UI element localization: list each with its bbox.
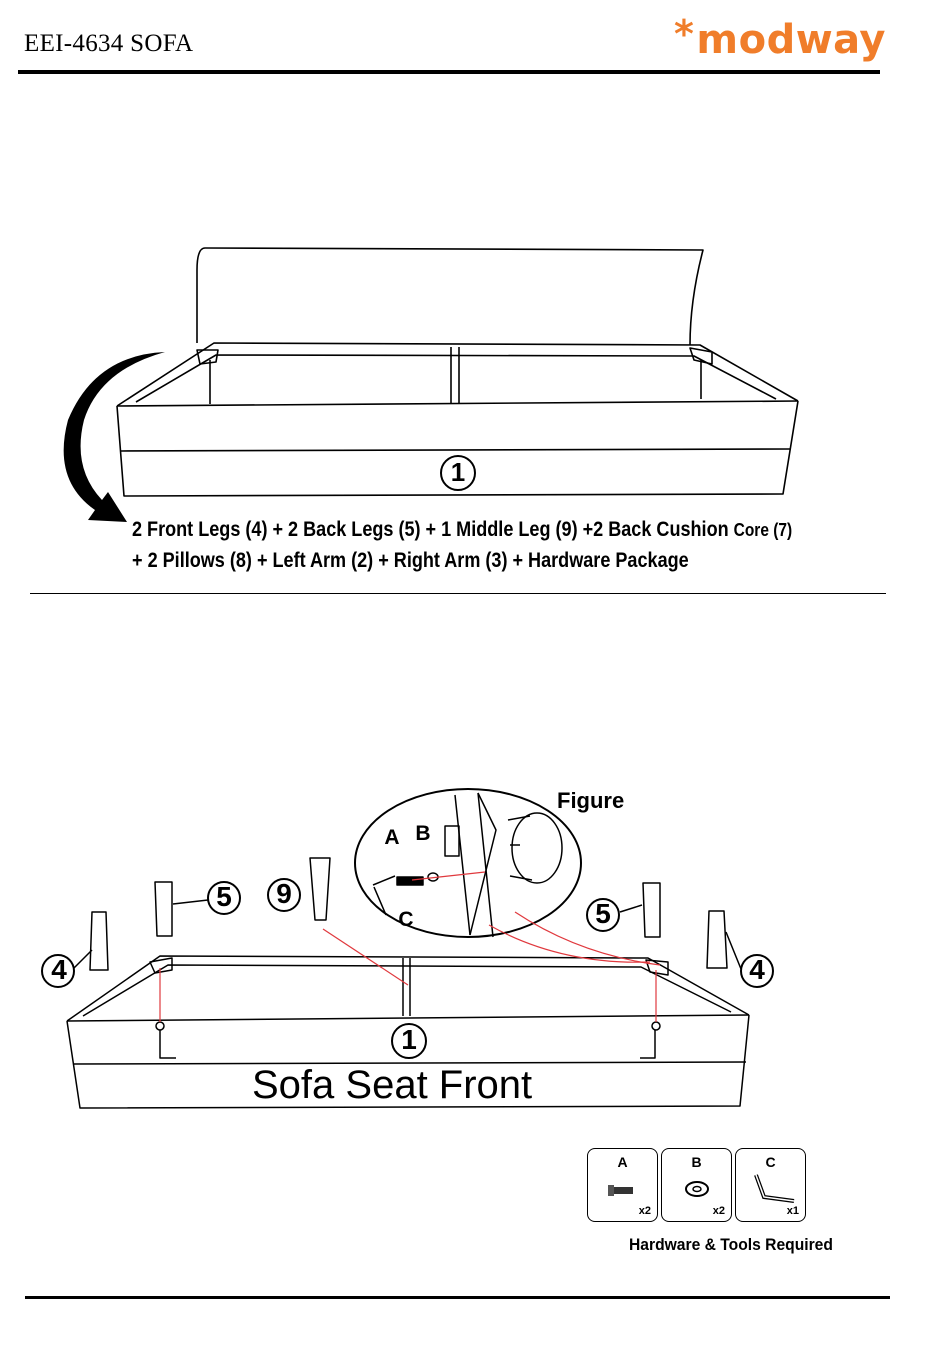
allen-key-icon [736, 1171, 805, 1207]
middle-leg-number: 9 [269, 878, 299, 910]
back-leg-number-left: 5 [209, 881, 239, 913]
callout-c: C [396, 908, 416, 932]
bolt-icon [588, 1171, 657, 1207]
hardware-letter: C [736, 1154, 805, 1170]
footer-rule [25, 1296, 890, 1299]
hardware-item-a: A x2 [587, 1148, 658, 1222]
seat-part-number: 1 [392, 1024, 426, 1056]
hardware-caption: Hardware & Tools Required [629, 1235, 833, 1255]
hardware-letter: A [588, 1154, 657, 1170]
front-leg-number-left: 4 [44, 954, 74, 986]
middle-leg-icon [310, 858, 330, 920]
figure-label: Figure [557, 788, 624, 814]
back-leg-left-icon [155, 882, 172, 936]
hardware-qty: x2 [639, 1205, 651, 1217]
front-leg-number-right: 4 [742, 954, 772, 986]
front-leg-left-icon [90, 912, 108, 970]
sofa-seat-front-label: Sofa Seat Front [252, 1063, 532, 1108]
callout-a: A [382, 826, 402, 850]
hardware-item-c: C x1 [735, 1148, 806, 1222]
callout-b: B [413, 822, 433, 846]
front-leg-right-icon [707, 911, 727, 968]
hardware-qty: x1 [787, 1205, 799, 1217]
washer-icon [662, 1171, 731, 1207]
hardware-item-b: B x2 [661, 1148, 732, 1222]
back-leg-number-right: 5 [588, 898, 618, 930]
back-leg-right-icon [643, 883, 660, 937]
hardware-letter: B [662, 1154, 731, 1170]
leg-assembly-illustration [0, 0, 950, 1140]
hardware-qty: x2 [713, 1205, 725, 1217]
